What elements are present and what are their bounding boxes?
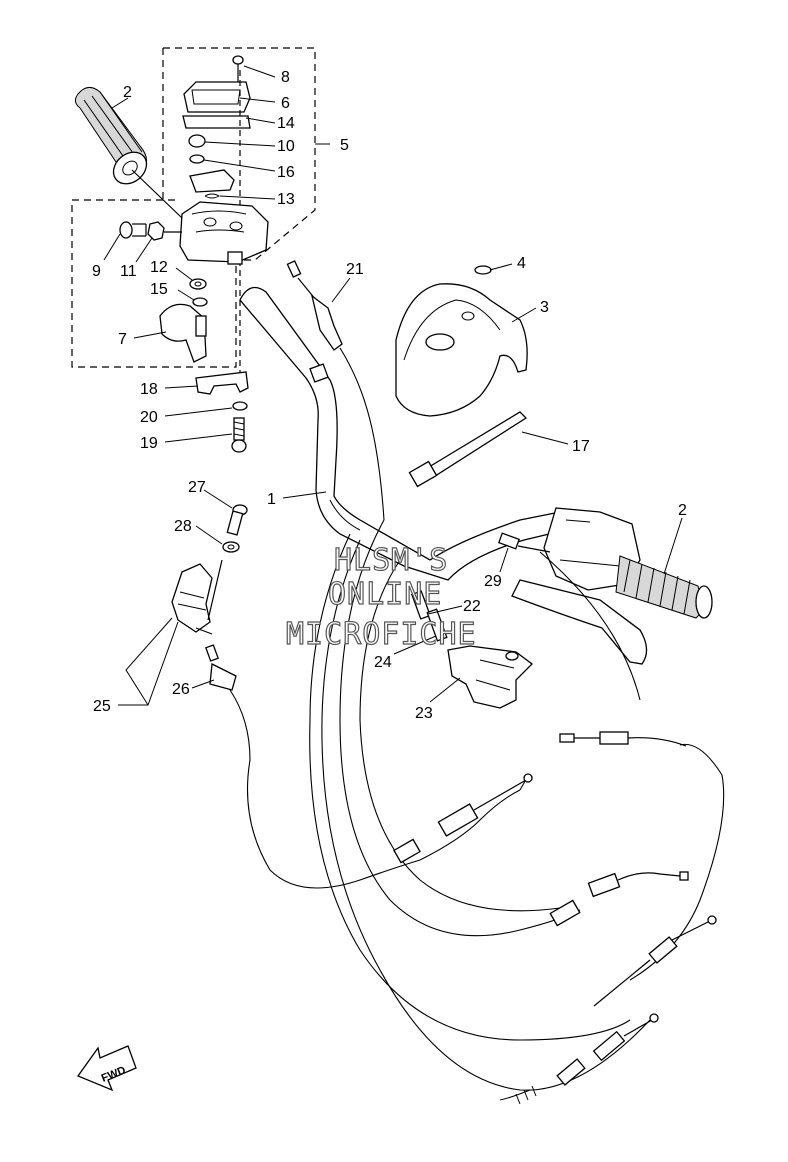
callout-5: 5: [340, 137, 349, 154]
callout-20: 20: [140, 409, 158, 426]
left-grip: [74, 87, 183, 219]
washer-20: [232, 401, 248, 411]
callout-28: 28: [174, 518, 192, 535]
callout-27: 27: [188, 479, 206, 496]
callout-16: 16: [277, 164, 295, 181]
left-switch-25: [171, 559, 223, 635]
callout-7: 7: [118, 331, 127, 348]
right-grip: [615, 555, 713, 619]
switch-24: [426, 608, 448, 642]
callout-23: 23: [415, 705, 433, 722]
callout-26: 26: [172, 681, 190, 698]
holder-18: [195, 371, 249, 395]
callout-22: 22: [463, 598, 481, 615]
cable-adjuster-d: [499, 1013, 659, 1105]
cap-4: [474, 265, 492, 275]
handlebar-1: [239, 286, 567, 581]
callout-25: 25: [93, 698, 111, 715]
brake-lever-7: [159, 303, 207, 363]
callout-6: 6: [281, 95, 290, 112]
cable-26: [205, 644, 421, 889]
callout-17: 17: [572, 438, 590, 455]
cable-21: [286, 260, 385, 521]
bracket-23: [447, 645, 533, 709]
cable-adjuster-c: [593, 915, 717, 1007]
callout-15: 15: [150, 281, 168, 298]
cable-tie-17: [408, 411, 528, 488]
callout-19: 19: [140, 435, 158, 452]
callout-4: 4: [517, 255, 526, 272]
watermark: HLSM'S ONLINE MICROFICHE: [285, 542, 477, 652]
bolt-27: [226, 504, 248, 536]
watermark-line-3: MICROFICHE: [286, 617, 477, 652]
cover-3: [395, 283, 528, 417]
callout-12: 12: [150, 259, 168, 276]
callout-10: 10: [277, 138, 295, 155]
callout-1: 1: [267, 491, 276, 508]
callout-11: 11: [120, 263, 137, 280]
callout-14: 14: [277, 115, 295, 132]
group-box-5: [162, 47, 316, 261]
washer-12: [189, 278, 207, 290]
watermark-line-2: ONLINE: [328, 577, 442, 612]
callout-labels: 1 2 2 3 4 5 6 7 8 9 10 11 12 13 14 15 16…: [92, 69, 687, 722]
master-cylinder-body: [179, 201, 269, 265]
watermark-line-1: HLSM'S: [334, 543, 448, 578]
washer-28: [222, 541, 240, 553]
cable-end-upper-right: [559, 731, 687, 747]
cable-adjuster-b: [549, 871, 689, 927]
callout-13: 13: [277, 191, 295, 208]
cable-adjuster-a: [393, 773, 533, 864]
callout-9: 9: [92, 263, 101, 280]
nut-11: [147, 221, 182, 241]
fwd-arrow: FWD: [76, 1045, 137, 1092]
switch-22: [411, 590, 431, 620]
callout-8: 8: [281, 69, 290, 86]
callout-2-left: 2: [123, 84, 132, 101]
callout-18: 18: [140, 381, 158, 398]
reservoir-cap-assembly: [182, 55, 251, 380]
switch-29: [497, 532, 551, 553]
callout-21: 21: [346, 261, 364, 278]
callout-2-right: 2: [678, 502, 687, 519]
bolt-19: [231, 417, 247, 453]
callout-29: 29: [484, 573, 502, 590]
washer-15: [192, 297, 208, 307]
callout-24: 24: [374, 654, 392, 671]
screw-9: [119, 221, 147, 239]
callout-3: 3: [540, 299, 549, 316]
leader-lines: [103, 65, 683, 706]
group-box-7: [71, 199, 237, 368]
